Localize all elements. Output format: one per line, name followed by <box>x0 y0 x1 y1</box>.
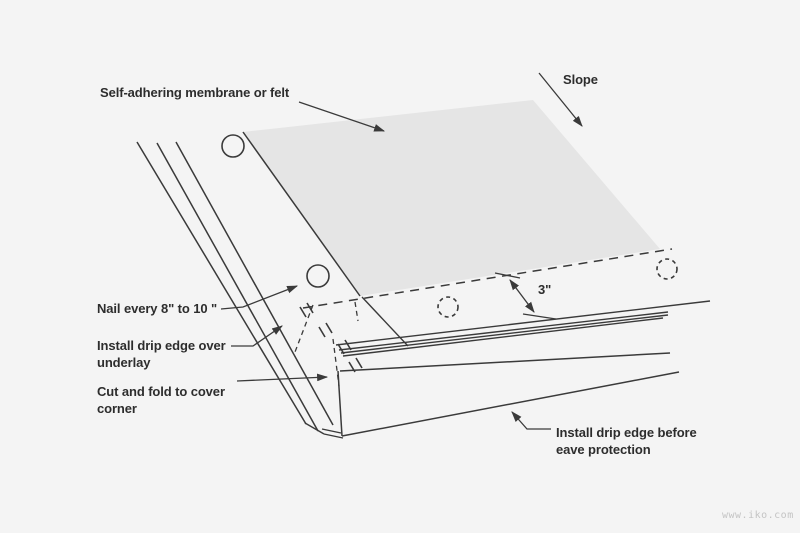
nail-leader-arrow <box>220 285 299 310</box>
dimension-3in-arrow <box>494 272 557 320</box>
membrane-bottom-dashed-edge <box>302 248 673 309</box>
fold-cut-dashed-lines <box>294 301 359 387</box>
drip-edge-over-underlay-label: Install drip edge over underlay <box>97 338 226 371</box>
nail-circle <box>221 134 245 158</box>
drip-edge-before-leader-arrow <box>511 411 551 430</box>
drip-edge-before-eave-label: Install drip edge before eave protection <box>556 425 697 458</box>
membrane-sheet <box>242 100 673 309</box>
cut-fold-leader-arrow <box>236 373 329 382</box>
cut-and-fold-label: Cut and fold to cover corner <box>97 384 225 417</box>
membrane-left-edge <box>242 131 361 297</box>
membrane-label: Self-adhering membrane or felt <box>100 85 290 100</box>
hidden-nail-circle <box>437 296 459 318</box>
membrane-leader-arrow <box>298 101 386 132</box>
nail-circle <box>306 264 330 288</box>
nail-spacing-label: Nail every 8" to 10 " <box>97 301 218 316</box>
fascia-outline <box>337 352 680 437</box>
dimension-3in-label: 3" <box>538 282 552 297</box>
membrane-corner-drop-line <box>361 296 409 347</box>
cut-hash-marks <box>299 302 363 373</box>
iko-watermark: www.iko.com <box>722 510 794 521</box>
slope-label: Slope <box>563 72 598 87</box>
hidden-nail-circle <box>656 258 678 280</box>
eave-drip-edge-lines <box>335 296 711 357</box>
drip-edge-over-leader-arrow <box>231 325 283 347</box>
corner-fold-detail <box>304 422 344 439</box>
slope-arrow <box>538 72 583 127</box>
